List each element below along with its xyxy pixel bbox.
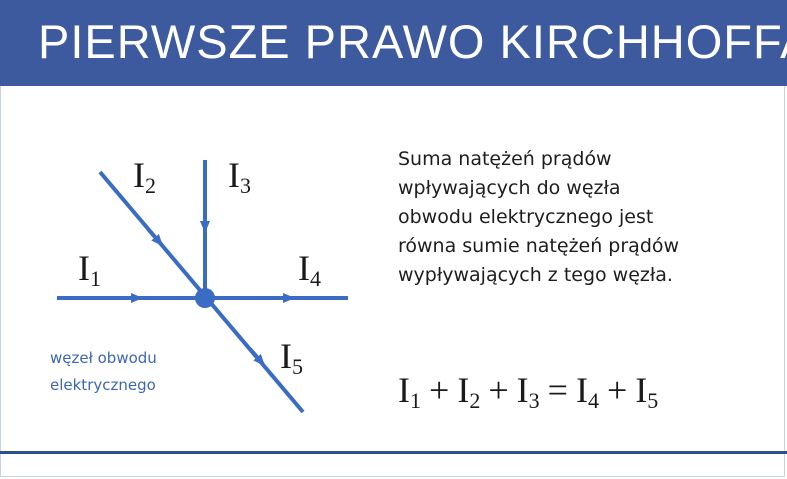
arrow-i2 xyxy=(146,227,163,247)
kirchhoff-formula: I1+I2+I3=I4+I5 xyxy=(398,370,659,413)
junction-node xyxy=(195,288,215,308)
current-label-i5: I5 xyxy=(280,336,303,379)
current-label-i4: I4 xyxy=(298,248,321,291)
node-caption: węzeł obwodu elektrycznego xyxy=(50,349,157,394)
current-label-i1: I1 xyxy=(78,248,101,291)
arrow-i5 xyxy=(248,347,265,367)
page-title: PIERWSZE PRAWO KIRCHHOFFA xyxy=(38,15,787,68)
title-banner: PIERWSZE PRAWO KIRCHHOFFA xyxy=(0,0,787,86)
current-label-i3: I3 xyxy=(228,155,251,198)
law-description: Suma natężeń prądów wpływających do węzł… xyxy=(398,148,680,286)
bottom-divider xyxy=(0,451,787,454)
junction-diagram xyxy=(57,160,348,414)
current-label-i2: I2 xyxy=(133,155,156,198)
